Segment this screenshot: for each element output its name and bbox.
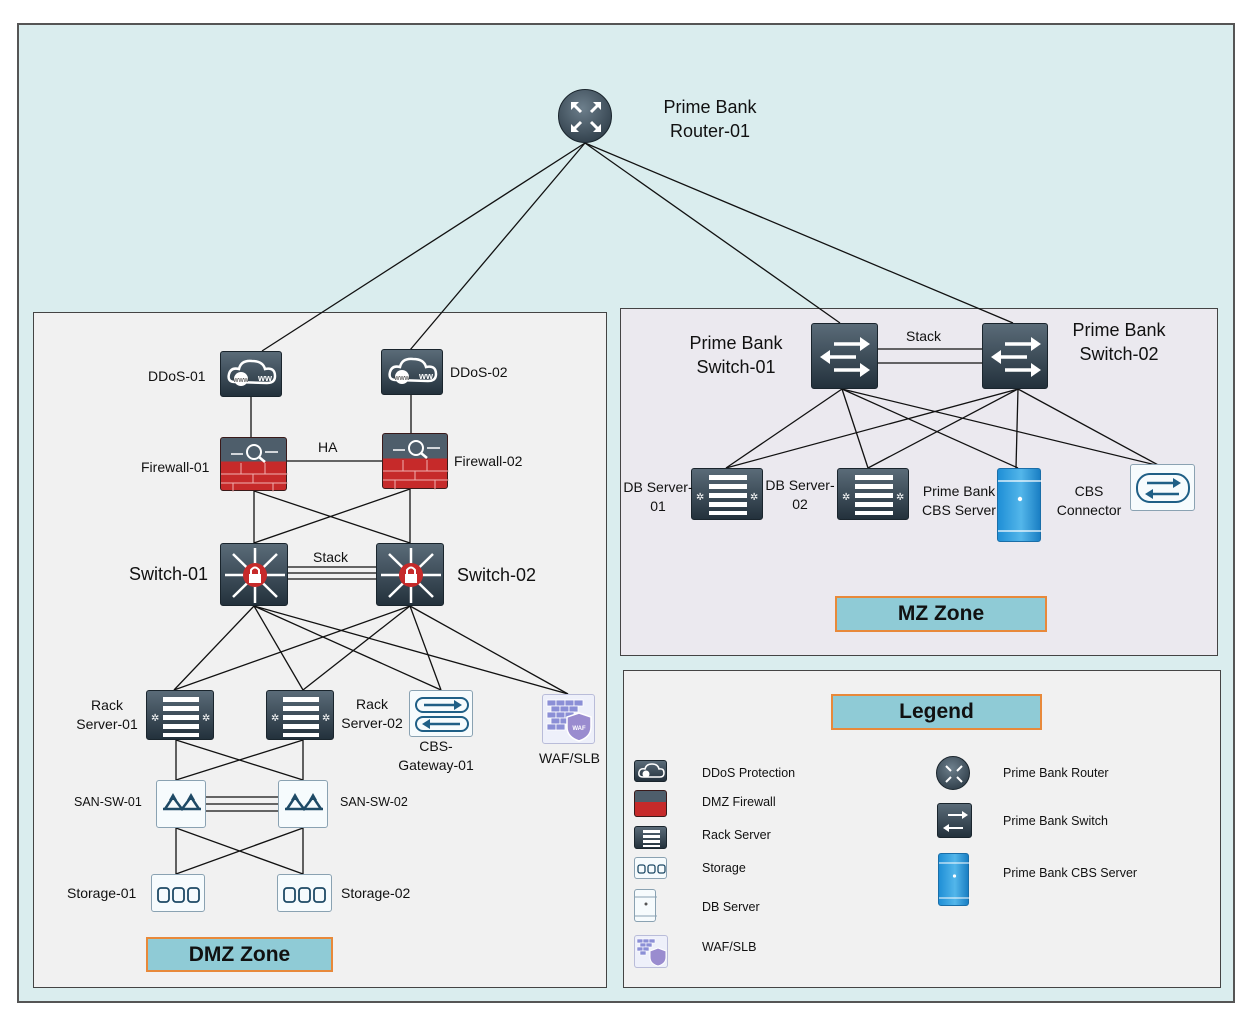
dmz-stack-label: Stack	[313, 549, 349, 565]
cbs-connector-label: CBS Connector	[1056, 483, 1122, 518]
san-sw-01-label: SAN-SW-01	[74, 795, 142, 809]
svg-text:ww: ww	[257, 373, 273, 383]
firewall-02-label: Firewall-02	[454, 453, 523, 469]
switch-01-icon[interactable]	[220, 543, 288, 606]
mz-switch-01-label: Prime Bank Switch-01	[689, 333, 783, 377]
legend-router-label: Prime Bank Router	[1003, 766, 1109, 780]
rack-server-01-icon[interactable]: ✲✲	[146, 690, 214, 740]
legend-storage-icon	[634, 857, 667, 879]
legend-db-server-label: DB Server	[702, 900, 760, 914]
dmz-zone-label: DMZ Zone	[146, 937, 333, 972]
switch-02-label: Switch-02	[457, 565, 537, 585]
ddos-02-label: DDoS-02	[450, 364, 508, 380]
ddos-01-label: DDoS-01	[148, 368, 206, 384]
legend-rack-server-icon	[634, 826, 667, 849]
mz-switch-02-icon[interactable]	[982, 323, 1048, 389]
db-server-02-label: DB Server- 02	[765, 477, 835, 512]
mz-zone-label: MZ Zone	[835, 596, 1047, 632]
legend-firewall-label: DMZ Firewall	[702, 795, 776, 809]
svg-text:✲: ✲	[151, 713, 159, 724]
router-label: Prime Bank Router-01	[663, 97, 757, 141]
mz-switch-01-icon[interactable]	[811, 323, 878, 389]
ha-label: HA	[318, 439, 338, 455]
db-server-02-icon[interactable]: ✲✲	[837, 468, 909, 520]
mz-stack-label: Stack	[906, 328, 942, 344]
storage-01-icon[interactable]	[151, 874, 205, 912]
mz-switch-02-label: Prime Bank Switch-02	[1072, 320, 1166, 364]
legend-cbs-server-icon	[938, 853, 970, 906]
svg-text:✲: ✲	[271, 713, 279, 724]
firewall-01-icon[interactable]	[220, 437, 288, 492]
storage-02-label: Storage-02	[341, 885, 411, 901]
svg-text:WAF: WAF	[572, 726, 586, 732]
legend-storage-label: Storage	[702, 861, 746, 875]
legend-ddos-icon	[634, 760, 667, 782]
storage-02-icon[interactable]	[277, 874, 332, 912]
legend-switch-icon	[937, 803, 972, 838]
svg-text:✲: ✲	[696, 492, 704, 503]
rack-server-02-icon[interactable]: ✲✲	[266, 690, 334, 740]
legend-waf-label: WAF/SLB	[702, 940, 757, 954]
storage-01-label: Storage-01	[67, 885, 137, 901]
db-server-01-label: DB Server- 01	[623, 479, 693, 514]
san-sw-02-label: SAN-SW-02	[340, 795, 408, 809]
legend-ddos-label: DDoS Protection	[702, 766, 796, 780]
san-sw-01-icon[interactable]	[156, 780, 206, 828]
db-server-01-icon[interactable]: ✲✲	[691, 468, 763, 520]
svg-text:ww: ww	[418, 371, 434, 381]
legend-title: Legend	[831, 694, 1042, 730]
svg-text:www: www	[393, 375, 410, 382]
legend-rack-server-label: Rack Server	[702, 828, 771, 842]
svg-text:✲: ✲	[842, 492, 850, 503]
svg-text:✲: ✲	[202, 713, 210, 724]
cbs-gateway-label: CBS- Gateway-01	[398, 738, 474, 773]
cbs-server-label: Prime Bank CBS Server	[922, 483, 996, 518]
waf-slb-label: WAF/SLB	[539, 750, 600, 766]
switch-02-icon[interactable]	[376, 543, 444, 606]
legend-switch-label: Prime Bank Switch	[1003, 814, 1108, 828]
svg-text:www: www	[232, 377, 249, 384]
legend-router-icon	[936, 756, 970, 790]
legend-db-server-icon	[634, 889, 657, 922]
cbs-server-icon[interactable]	[997, 468, 1042, 542]
switch-01-label: Switch-01	[129, 564, 209, 584]
svg-text:✲: ✲	[322, 713, 330, 724]
rack-server-02-label: Rack Server-02	[341, 696, 403, 731]
waf-slb-icon[interactable]: WAF	[542, 694, 595, 744]
legend-cbs-server-label: Prime Bank CBS Server	[1003, 866, 1138, 880]
firewall-01-label: Firewall-01	[141, 459, 210, 475]
firewall-02-icon[interactable]	[382, 433, 449, 490]
svg-text:✲: ✲	[750, 492, 758, 503]
cbs-connector-icon[interactable]	[1130, 464, 1195, 511]
legend-firewall-icon	[634, 790, 667, 817]
svg-text:✲: ✲	[896, 492, 904, 503]
legend-waf-icon	[634, 935, 668, 968]
rack-server-01-label: Rack Server-01	[76, 697, 138, 732]
cbs-gateway-icon[interactable]	[409, 690, 473, 737]
san-sw-02-icon[interactable]	[278, 780, 328, 828]
router-icon[interactable]	[558, 89, 612, 143]
